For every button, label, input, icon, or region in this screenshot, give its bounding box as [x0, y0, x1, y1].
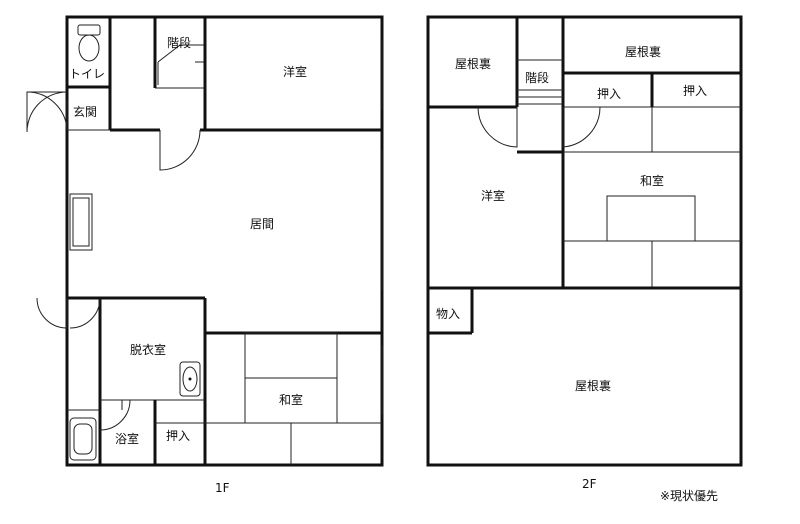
floor-label-1f: 1F	[215, 481, 230, 495]
room-label-attic-s: 屋根裏	[575, 378, 611, 393]
floor-label-2f: 2F	[582, 477, 597, 491]
floor-1-outer-wall	[65, 15, 384, 467]
floor-2-plan	[426, 15, 743, 467]
room-label-attic-nw: 屋根裏	[455, 56, 491, 71]
room-label-attic-ne: 屋根裏	[625, 44, 661, 59]
room-label-genkan: 玄関	[73, 104, 97, 119]
room-label-western-1f: 洋室	[283, 64, 307, 79]
room-label-bath: 浴室	[115, 431, 139, 446]
note-current-condition: ※現状優先	[660, 489, 718, 503]
room-label-toilet: トイレ	[69, 67, 105, 81]
room-label-japanese-1f: 和室	[279, 392, 303, 407]
floor-1-plan	[26, 15, 384, 467]
room-label-dressing: 脱衣室	[130, 342, 166, 357]
room-label-closet-2f-a: 押入	[597, 87, 621, 101]
room-label-western-2f: 洋室	[481, 188, 505, 203]
room-label-living: 居間	[250, 217, 274, 231]
room-label-stairs-2f: 階段	[525, 70, 549, 85]
room-label-closet-1f: 押入	[166, 429, 190, 443]
room-label-stairs-1f: 階段	[167, 35, 191, 50]
room-label-japanese-2f: 和室	[640, 173, 664, 188]
room-label-closet-2f-b: 押入	[683, 84, 707, 98]
room-label-storage: 物入	[436, 307, 460, 321]
